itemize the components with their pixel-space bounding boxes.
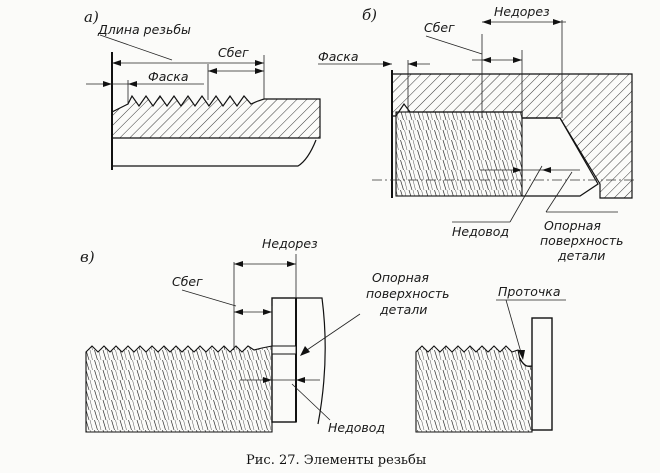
panel-b: б) Фаска Сбег Недорез Не bbox=[318, 4, 636, 263]
undercut-c-label: Недорез bbox=[262, 236, 318, 251]
chamfer-a-label: Фаска bbox=[148, 69, 189, 84]
support-c-label-3: детали bbox=[379, 302, 427, 317]
panel-c-groove: Проточка bbox=[415, 284, 566, 433]
panel-c-label: в) bbox=[80, 248, 95, 266]
panel-b-undercut-outline bbox=[522, 117, 599, 197]
runout-c-label: Сбег bbox=[172, 274, 203, 289]
panel-b-label: б) bbox=[362, 6, 377, 24]
figure-caption: Рис. 27. Элементы резьбы bbox=[246, 453, 426, 468]
runout-a-label: Сбег bbox=[218, 45, 249, 60]
panel-a: а) Длина резьбы Фаска Сбег bbox=[84, 8, 321, 170]
panel-a-body-outline bbox=[111, 138, 317, 167]
underrun-c-label: Недовод bbox=[328, 420, 385, 435]
underrun-b-label: Недовод bbox=[452, 224, 509, 239]
support-b-label-2: поверхность bbox=[540, 233, 624, 248]
panel-a-hatched-section bbox=[111, 94, 321, 139]
panel-a-label: а) bbox=[84, 8, 99, 26]
panel-c-groove-bolt bbox=[415, 345, 533, 433]
undercut-b-label: Недорез bbox=[494, 4, 550, 19]
support-c-label-2: поверхность bbox=[366, 286, 450, 301]
groove-outline bbox=[519, 357, 533, 367]
support-c-label-1: Опорная bbox=[372, 270, 429, 285]
panel-c-groove-plate bbox=[531, 317, 553, 431]
support-b-label-1: Опорная bbox=[544, 218, 601, 233]
panel-c-part-plate bbox=[271, 297, 297, 423]
thread-length-label: Длина резьбы bbox=[97, 22, 191, 37]
panel-c-threaded-bolt bbox=[85, 345, 273, 433]
panel-b-threaded-bolt bbox=[395, 111, 523, 197]
panel-c-part-outline bbox=[296, 297, 326, 425]
support-b-label-3: детали bbox=[557, 248, 605, 263]
runout-b-label: Сбег bbox=[424, 20, 455, 35]
groove-label: Проточка bbox=[498, 284, 561, 299]
panel-c: в) Сбег Недорез Опорная поверхность дета… bbox=[80, 236, 450, 435]
chamfer-b-label: Фаска bbox=[318, 49, 359, 64]
